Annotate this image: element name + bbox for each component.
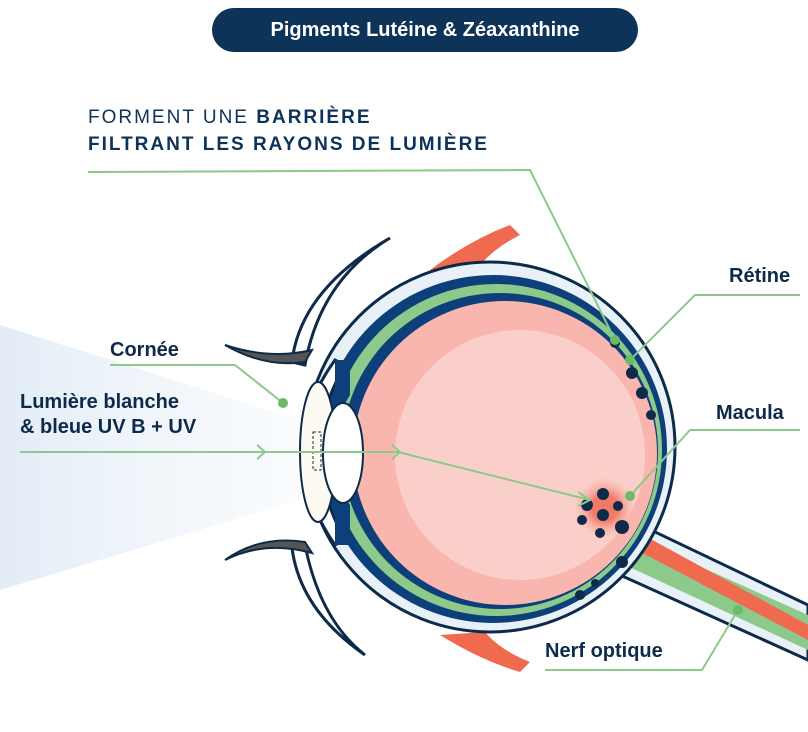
macula-point bbox=[625, 491, 635, 501]
light-arrow-2 bbox=[391, 444, 402, 460]
upper-lash bbox=[224, 344, 315, 365]
label-retina: Rétine bbox=[729, 265, 791, 287]
headline-line2: FILTRANT LES RAYONS DE LUMIÈRE bbox=[88, 134, 489, 155]
retina-leader bbox=[629, 294, 800, 361]
nerve-leader bbox=[545, 609, 739, 671]
retina-point bbox=[625, 355, 635, 365]
muscle-bottom bbox=[440, 632, 530, 672]
page-title: Pigments Lutéine & Zéaxanthine bbox=[212, 8, 638, 52]
label-optic-nerve: Nerf optique bbox=[545, 640, 663, 662]
optic-nerve-red bbox=[618, 525, 808, 640]
light-ray bbox=[20, 451, 591, 501]
light-beam bbox=[0, 325, 300, 590]
light-arrow-3 bbox=[577, 491, 592, 507]
lower-lash bbox=[224, 539, 315, 561]
headline-line1-bold: BARRIÈRE bbox=[256, 107, 372, 128]
macula-leader bbox=[629, 429, 800, 497]
barrier-point bbox=[610, 335, 620, 345]
muscle-top bbox=[430, 225, 520, 272]
nerve-point bbox=[733, 605, 743, 615]
headline: FORMENT UNE BARRIÈRE FILTRANT LES RAYONS… bbox=[88, 104, 489, 158]
macula-dots bbox=[577, 488, 629, 538]
headline-line1: FORMENT UNE bbox=[88, 107, 257, 128]
vitreous-inner bbox=[395, 330, 645, 580]
pigment-dots bbox=[575, 338, 656, 600]
cornea-point bbox=[278, 398, 288, 408]
barrier-leader bbox=[87, 168, 616, 341]
label-light-2: & bleue UV B + UV bbox=[20, 416, 197, 438]
label-light-1: Lumière blanche bbox=[20, 391, 179, 413]
cornea-leader bbox=[110, 364, 284, 404]
label-cornea: Cornée bbox=[110, 339, 179, 361]
label-macula: Macula bbox=[716, 402, 784, 424]
light-arrow-1 bbox=[256, 444, 267, 460]
